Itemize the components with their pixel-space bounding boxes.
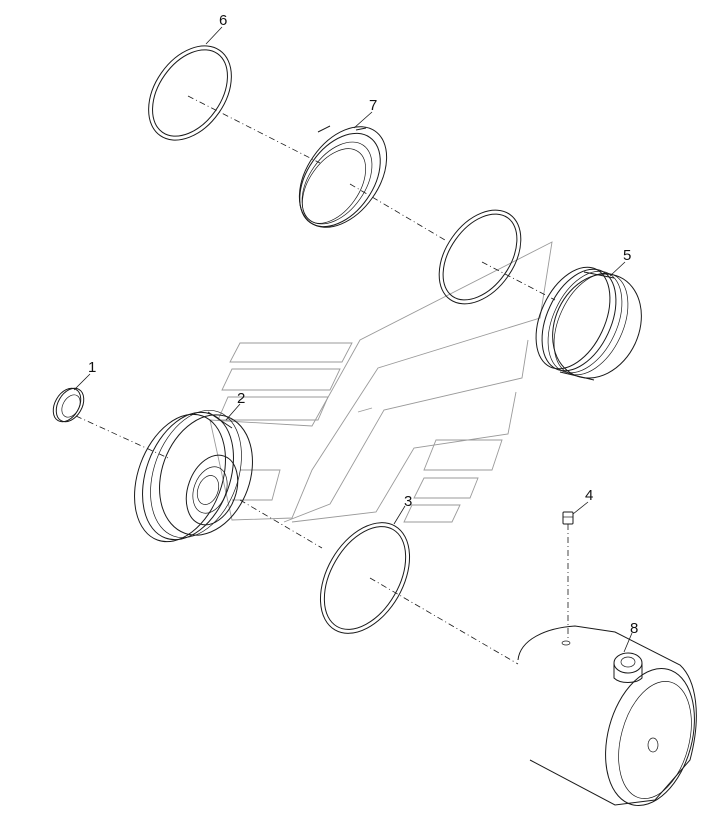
part-5-piston [535,266,642,381]
callout-1: 1 [88,359,96,376]
part-3-o-ring [319,522,411,634]
part-8-cylinder-body [517,625,697,806]
callout-3: 3 [404,493,412,510]
leader-lines [73,26,633,653]
assembly-axis-lines [75,95,569,665]
callout-6: 6 [219,12,227,29]
watermark-logo [209,241,553,523]
o-ring-middle [438,209,522,305]
part-1-small-seal [52,387,85,423]
callout-7: 7 [369,97,377,114]
part-6-o-ring [148,45,232,141]
callout-8: 8 [630,620,638,637]
callout-4: 4 [585,487,593,504]
callout-2: 2 [237,390,245,407]
part-2-gland [134,409,253,543]
callout-labels: 6 7 5 1 2 3 4 8 [88,12,638,637]
part-7-seal-ring [298,125,388,228]
callout-5: 5 [623,247,631,264]
part-4-fitting [562,511,574,525]
